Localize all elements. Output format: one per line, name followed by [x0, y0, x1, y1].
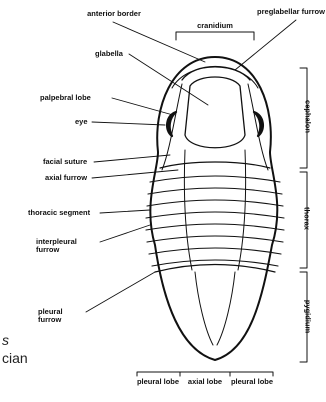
label-thoracic-segment: thoracic segment [28, 209, 90, 217]
page-fragment-cian: cian [2, 350, 28, 366]
pygidium-anterior [155, 265, 275, 273]
pygidium-axis-left [195, 272, 213, 345]
eye-right [254, 112, 263, 136]
label-axial-furrow: axial furrow [45, 174, 87, 182]
eye-left [167, 112, 176, 136]
label-thorax: thorax [303, 199, 312, 239]
label-pleural-furrow: pleural furrow [38, 308, 86, 324]
label-glabella: glabella [95, 50, 123, 58]
label-pleural-lobe-right: pleural lobe [230, 378, 274, 386]
axial-furrow-left [184, 150, 192, 270]
label-pygidium: pygidium [304, 292, 313, 342]
label-cranidium: cranidium [185, 22, 245, 30]
label-preglabellar-furrow: preglabellar furrow [256, 8, 326, 16]
label-facial-suture: facial suture [43, 158, 87, 166]
label-palpebral-lobe: palpebral lobe [40, 94, 91, 102]
cranidium-bracket [176, 32, 254, 40]
thoracic-segments [146, 176, 284, 266]
body-outline [150, 57, 277, 360]
bottom-brackets [137, 372, 273, 376]
glabella-outline [185, 77, 245, 148]
label-anterior-border: anterior border [84, 10, 144, 18]
cephalon-posterior [160, 162, 270, 168]
anterior-border-rim [182, 67, 250, 81]
label-eye: eye [75, 118, 88, 126]
label-pleural-lobe-left: pleural lobe [136, 378, 180, 386]
label-axial-lobe: axial lobe [183, 378, 227, 386]
axial-furrow-right [238, 150, 246, 270]
pygidium-axis-right [217, 272, 235, 345]
label-cephalon: cephalon [304, 92, 313, 142]
label-interpleural-furrow: interpleural furrow [36, 238, 100, 254]
page-fragment-s: s [2, 332, 9, 348]
